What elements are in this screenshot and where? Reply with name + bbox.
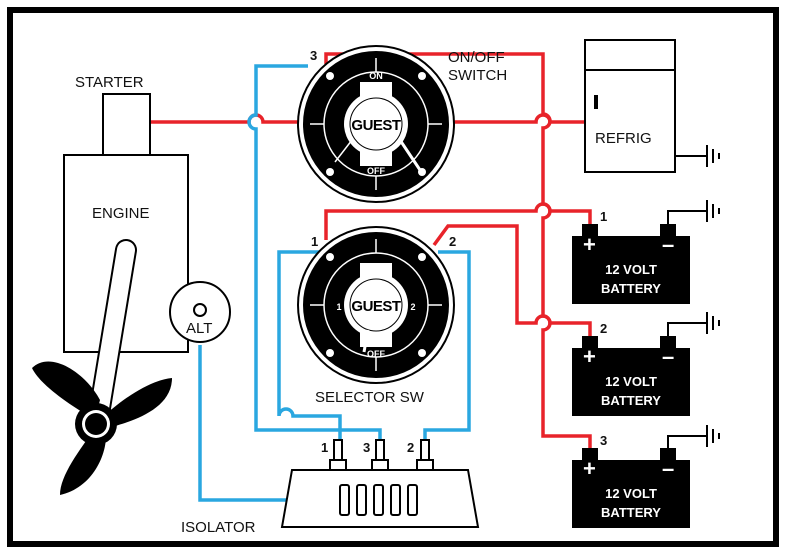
switch-on-label: ON (369, 71, 383, 81)
battery-3-line2: BATTERY (601, 505, 661, 520)
switch-off-label: OFF (367, 166, 385, 176)
battery-1: + – 12 VOLT BATTERY 1 (572, 200, 720, 304)
selector-terminal-2: 2 (449, 234, 456, 249)
isolator: 1 3 2 (280, 439, 480, 528)
battery-1-number: 1 (600, 209, 607, 224)
battery-2: + – 12 VOLT BATTERY 2 (572, 312, 720, 416)
selector-pos1-label: 1 (336, 302, 341, 312)
battery-2-plus: + (583, 344, 596, 369)
propeller-icon (32, 361, 172, 495)
selector-sw-label: SELECTOR SW (315, 389, 425, 406)
refrig-wire (452, 113, 585, 124)
selector-to-battery1-wire (324, 202, 592, 240)
starter-box (102, 93, 151, 157)
battery-2-line2: BATTERY (601, 393, 661, 408)
isolator-terminal-3: 3 (363, 440, 370, 455)
selector-switch: BOTH 1 2 OFF GUEST 1 2 (297, 226, 456, 384)
selector-to-battery2-wire (432, 224, 592, 336)
battery-1-line1: 12 VOLT (605, 262, 657, 277)
isolator2-to-selector-wire (423, 250, 471, 440)
isolator3-to-switch-wire (247, 64, 382, 440)
isolator1-to-selector-wire (277, 250, 342, 440)
starter-label: STARTER (75, 74, 144, 91)
ground-icon (706, 145, 720, 167)
propeller-shaft (87, 239, 137, 431)
selector-both-label: BOTH (363, 264, 389, 274)
isolator-label: ISOLATOR (181, 519, 256, 536)
on-off-switch-label-line2: SWITCH (448, 67, 507, 84)
ground-icon (706, 200, 720, 222)
battery-2-minus: – (662, 344, 674, 369)
battery-1-minus: – (662, 232, 674, 257)
battery-3-line1: 12 VOLT (605, 486, 657, 501)
engine-label: ENGINE (92, 205, 150, 222)
refrigerator: REFRIG (584, 39, 720, 173)
battery-2-number: 2 (600, 321, 607, 336)
alt-label: ALT (186, 320, 212, 337)
battery-2-line1: 12 VOLT (605, 374, 657, 389)
refrig-label: REFRIG (595, 130, 652, 147)
isolator-terminal-1: 1 (321, 440, 328, 455)
isolator-fins (339, 484, 418, 516)
switch-brand-logo: GUEST (351, 117, 401, 134)
alternator: ALT (169, 281, 231, 343)
alternator-wire (198, 345, 288, 502)
battery-1-line2: BATTERY (601, 281, 661, 296)
switch-terminal-3: 3 (310, 48, 317, 63)
battery-3-plus: + (583, 456, 596, 481)
on-off-switch: ON OFF GUEST 3 (297, 45, 455, 203)
charge-wires (198, 64, 471, 502)
on-off-switch-label-line1: ON/OFF (448, 49, 505, 66)
selector-pos2-label: 2 (410, 302, 415, 312)
selector-terminal-1: 1 (311, 234, 318, 249)
battery-3: + – 12 VOLT BATTERY 3 (572, 425, 720, 528)
isolator-terminal-2: 2 (407, 440, 414, 455)
ground-icon (706, 312, 720, 334)
battery-1-plus: + (583, 232, 596, 257)
battery-3-number: 3 (600, 433, 607, 448)
selector-brand-logo: GUEST (351, 298, 401, 315)
selector-off-label: OFF (367, 349, 385, 359)
battery-3-minus: – (662, 456, 674, 481)
ground-icon (706, 425, 720, 447)
